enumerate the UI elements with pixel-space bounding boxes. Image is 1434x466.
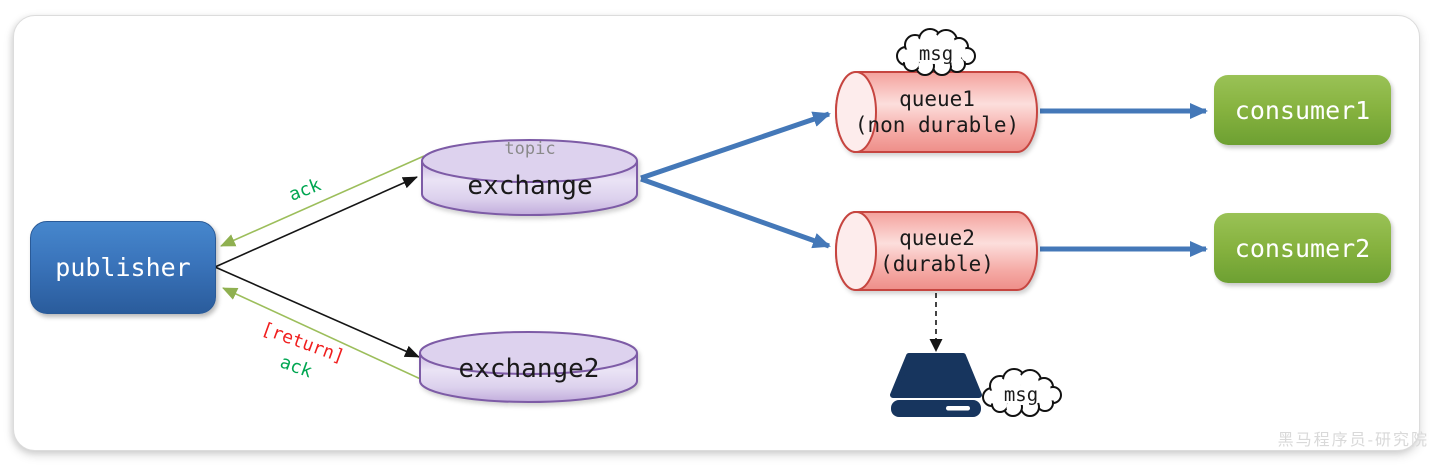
queue1-label-block: queue1 (non durable): [855, 86, 1019, 138]
queue1-cylinder: [835, 71, 1038, 153]
msg-cloud-disk: [982, 368, 1062, 417]
queue1-durability-label: (non durable): [854, 113, 1020, 137]
queue2-label: queue2: [899, 226, 975, 250]
msg-cloud-queue1: [896, 28, 976, 76]
hard-disk-icon: [890, 353, 982, 417]
publisher-label: publisher: [55, 253, 191, 282]
ack-line-from-exchange2: [222, 287, 428, 383]
diagram-frame: [13, 15, 1420, 451]
ack-line-from-exchange: [220, 155, 425, 247]
exchange-type-label: topic: [504, 139, 556, 159]
route-arrow-exchange-to-queue2: [640, 176, 831, 249]
consumer2-label: consumer2: [1234, 233, 1371, 263]
consumer2-node: consumer2: [1214, 213, 1391, 283]
exchange2-cylinder: [419, 331, 638, 403]
watermark-text: 黑马程序员-研究院: [1277, 430, 1429, 449]
publish-arrow-to-exchange2: [214, 266, 420, 358]
route-arrow-exchange-to-queue1: [640, 111, 831, 181]
publish-arrow-to-exchange: [214, 176, 418, 268]
consumer1-label: consumer1: [1234, 95, 1371, 125]
persist-arrow-queue2-to-disk: [929, 293, 943, 352]
exchange-cylinder: [421, 139, 638, 216]
queue2-label-block: queue2 (durable): [880, 225, 994, 277]
consumer1-node: consumer1: [1214, 75, 1391, 145]
queue2-durability-label: (durable): [880, 252, 994, 276]
queue2-cylinder: [835, 211, 1038, 291]
msg-label-disk: msg: [1003, 384, 1039, 406]
msg-label-queue1: msg: [918, 43, 954, 65]
publisher-node: publisher: [30, 221, 216, 314]
exchange-label: exchange: [467, 171, 593, 201]
queue1-label: queue1: [899, 87, 975, 111]
exchange2-label: exchange2: [458, 354, 600, 384]
